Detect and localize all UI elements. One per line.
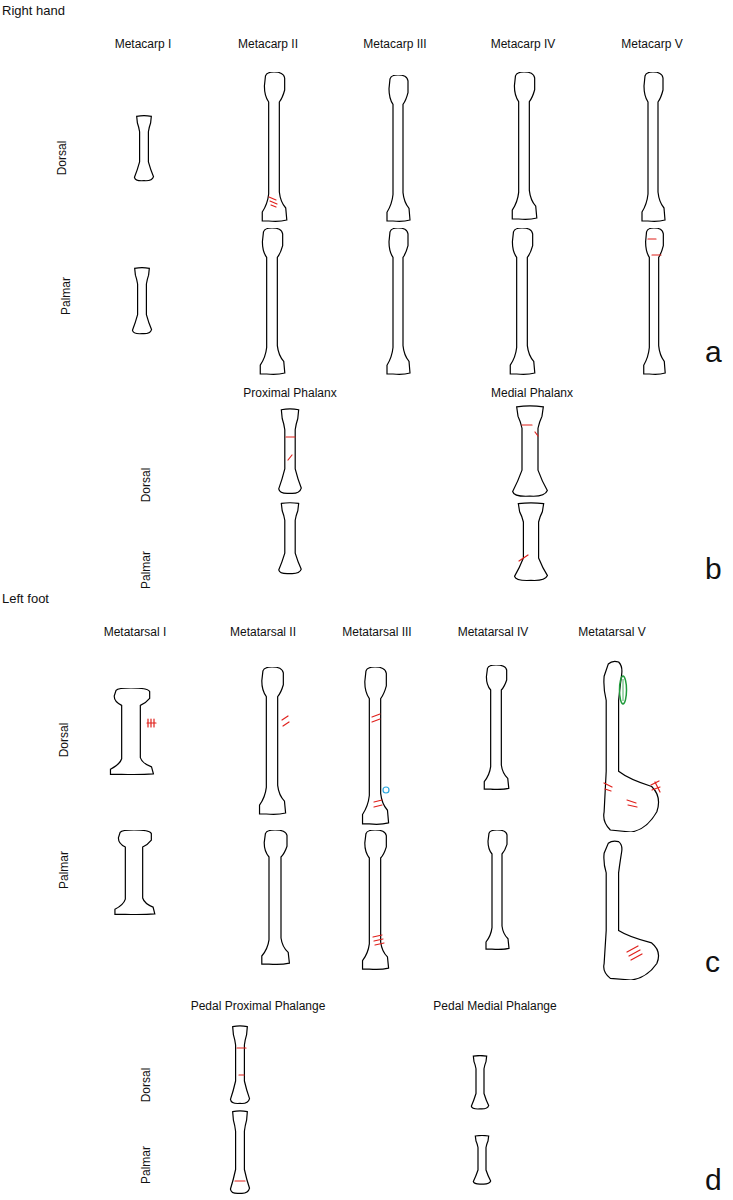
bone-name: Proximal Phalanx <box>243 387 336 400</box>
view-label: Palmar <box>60 277 73 315</box>
bone-name: Metatarsal IV <box>458 626 529 639</box>
bone-name: Metatarsal I <box>104 626 167 639</box>
bone-name: Metatarsal II <box>230 626 296 639</box>
view-label: Dorsal <box>140 1068 153 1103</box>
panel-letter: b <box>705 552 722 585</box>
bone-name: Metacarp I <box>115 38 172 51</box>
section-heading: Left foot <box>2 592 49 606</box>
bone-name: Pedal Proximal Phalange <box>191 1000 326 1013</box>
view-label: Dorsal <box>56 141 69 176</box>
view-label: Palmar <box>140 551 153 589</box>
bone-name: Metacarp III <box>363 38 426 51</box>
bone-name: Metatarsal III <box>342 626 411 639</box>
bone-name: Metacarp II <box>238 38 298 51</box>
panel-letter: d <box>705 1163 722 1196</box>
bone-name: Pedal Medial Phalange <box>433 1000 556 1013</box>
bone-name: Metacarp V <box>621 38 682 51</box>
section-heading: Right hand <box>2 4 65 18</box>
bone-name: Medial Phalanx <box>491 387 573 400</box>
view-label: Dorsal <box>58 723 71 758</box>
view-label: Palmar <box>140 1146 153 1184</box>
panel-letter: a <box>705 335 722 368</box>
bone-name: Metatarsal V <box>578 626 645 639</box>
view-label: Palmar <box>58 851 71 889</box>
panel-letter: c <box>705 945 720 978</box>
view-label: Dorsal <box>140 468 153 503</box>
bone-name: Metacarp IV <box>491 38 556 51</box>
